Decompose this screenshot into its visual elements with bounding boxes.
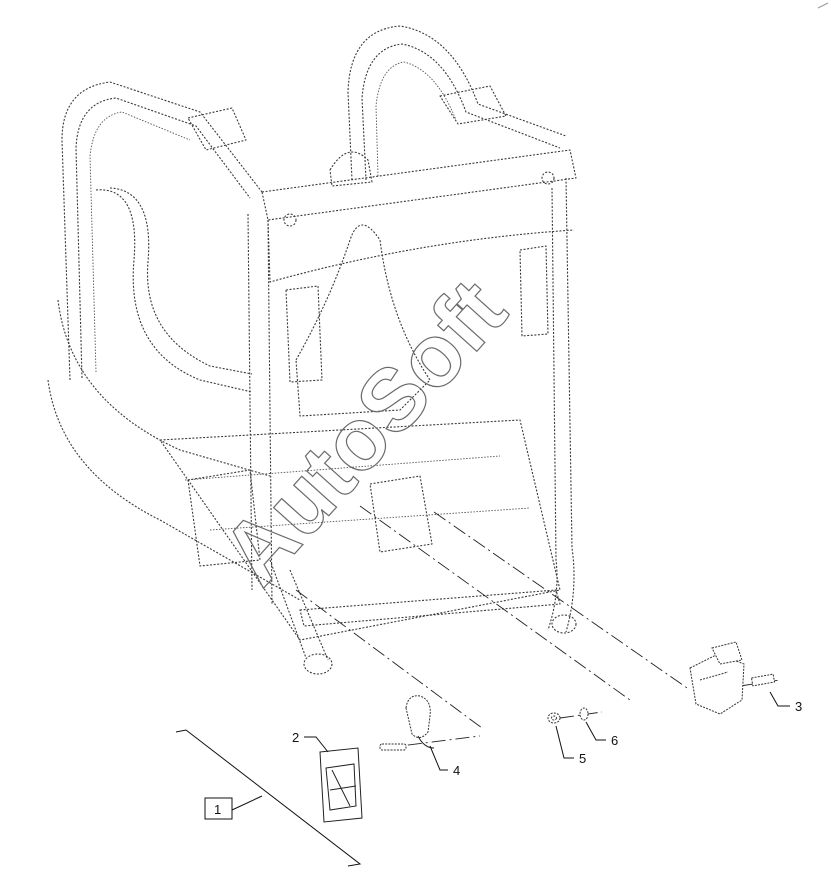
part-2-decal	[319, 747, 363, 823]
part-5-nut	[547, 712, 561, 724]
cab-frame	[47, 25, 577, 675]
callout-2: 2	[292, 730, 299, 745]
callout-labels: 1 2 3 4 5 6	[214, 699, 802, 817]
part-3-bracket-assembly	[689, 641, 776, 715]
callout-3: 3	[795, 699, 802, 714]
callout-6: 6	[611, 733, 618, 748]
callout-4: 4	[453, 763, 460, 778]
callout-1: 1	[214, 802, 221, 817]
part-6-washer	[579, 707, 589, 721]
callout-leaders	[175, 691, 790, 867]
assembly-centerlines	[295, 505, 781, 749]
callout-5: 5	[579, 751, 586, 766]
part-4-key-fob	[379, 695, 435, 751]
corner-mark	[817, 2, 829, 9]
